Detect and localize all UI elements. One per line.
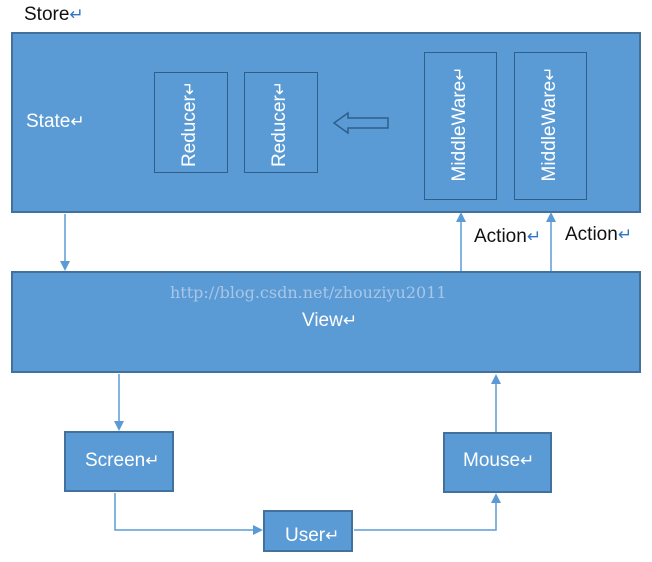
middleware-box-2 [514,52,587,200]
mouse-title: Mouse↵ [463,450,534,472]
state-label: State [26,111,71,132]
view-title: View↵ [302,310,357,332]
reducer-box-1 [154,72,228,173]
state-title: State↵ [26,111,85,133]
screen-box [64,431,174,492]
action-label-2: Action↵ [565,224,633,245]
user-label: User [285,525,326,546]
store-title: Store↵ [24,4,84,26]
return-mark-icon: ↵ [69,5,84,24]
store-label: Store [24,4,70,25]
mouse-label: Mouse [463,450,521,471]
return-mark-icon: ↵ [617,225,633,244]
return-mark-icon: ↵ [520,451,535,470]
return-mark-icon: ↵ [526,227,542,246]
view-box [11,271,641,373]
return-mark-icon: ↵ [325,526,340,545]
return-mark-icon: ↵ [342,311,358,330]
action-label-1: Action↵ [474,226,542,247]
screen-title: Screen↵ [85,450,159,472]
view-label: View [302,310,343,331]
user-title: User↵ [285,525,339,547]
watermark: http://blog.csdn.net/zhouziyu2011 [170,283,447,302]
return-mark-icon: ↵ [70,112,85,131]
screen-label: Screen [85,450,146,471]
mouse-box [443,432,552,493]
arrow-screen-to-user [114,493,263,535]
middleware-box-1 [424,52,497,200]
store-state-box [11,32,641,213]
return-mark-icon: ↵ [145,451,160,470]
reducer-box-2 [244,72,318,173]
user-box [263,510,353,552]
hollow-left-arrow-icon [332,111,389,135]
arrow-user-to-mouse [354,493,501,531]
